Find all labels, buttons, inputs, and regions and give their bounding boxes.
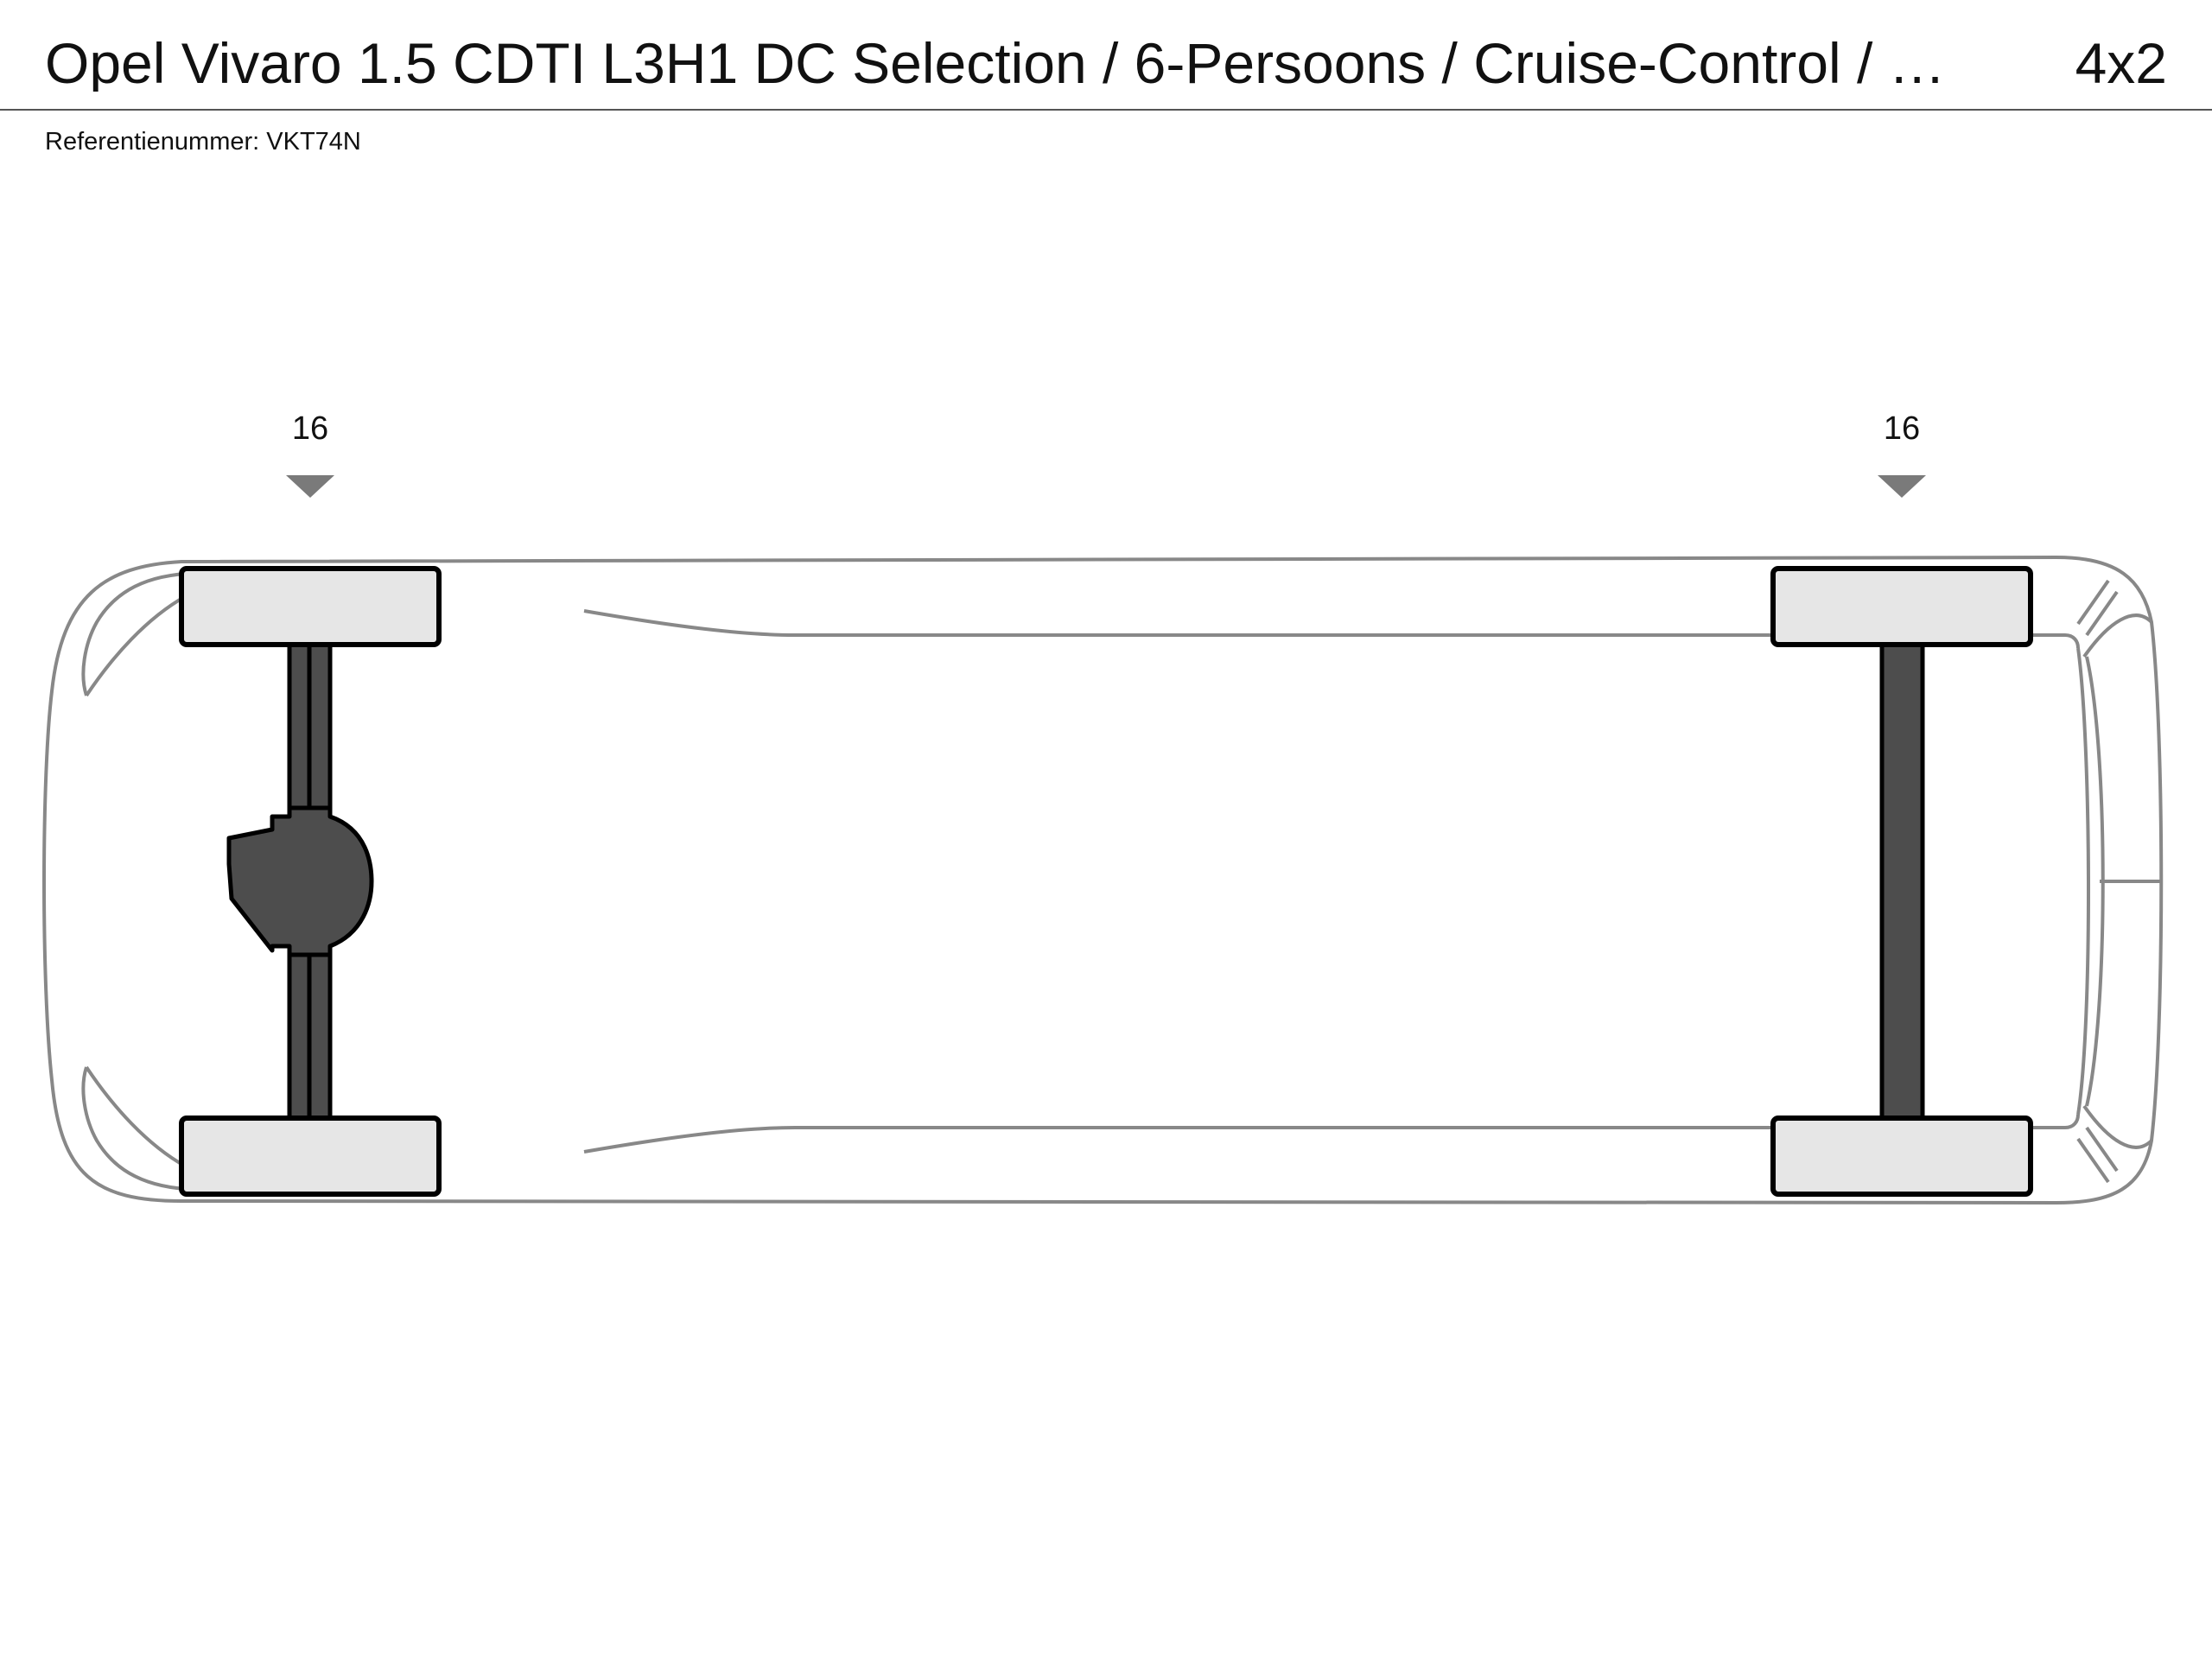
front-right-tire: [179, 1116, 442, 1197]
rear-axle-marker-icon: [1878, 475, 1926, 498]
front-windshield-left: [81, 572, 187, 696]
front-tire-size: 16: [292, 410, 328, 447]
rear-light-top-1: [2076, 579, 2110, 626]
vehicle-body: [42, 555, 2164, 1205]
front-windshield-right-inner: [85, 1065, 187, 1168]
vehicle-title: Opel Vivaro 1.5 CDTI L3H1 DC Selection /…: [45, 35, 1946, 92]
rear-panel-outline: [2082, 613, 2153, 1149]
front-axle: 16: [179, 410, 442, 1197]
rear-light-top-2: [2085, 590, 2119, 637]
body-outline: [42, 555, 2164, 1205]
rear-right-tire: [1770, 1116, 2033, 1197]
rear-light-bottom-1: [2076, 1137, 2110, 1184]
rear-axle-shaft: [1879, 637, 1925, 1126]
rear-tire-size: 16: [1884, 410, 1920, 447]
front-windshield-left-inner: [85, 594, 187, 697]
front-windshield-right: [81, 1066, 187, 1191]
roof-line-top: [583, 609, 2080, 649]
rear-light-bottom-2: [2085, 1126, 2119, 1173]
rear-left-tire: [1770, 566, 2033, 647]
front-differential: [226, 805, 374, 957]
front-axle-marker-icon: [286, 475, 334, 498]
header-bar: Opel Vivaro 1.5 CDTI L3H1 DC Selection /…: [0, 0, 2212, 111]
drive-type-label: 4x2: [2075, 31, 2167, 95]
roof-line-bottom: [583, 1114, 2080, 1154]
front-left-tire: [179, 566, 442, 647]
reference-number: Referentienummer: VKT74N: [45, 128, 361, 156]
rear-door-outline: [2076, 647, 2090, 1116]
rear-axle: 16: [1770, 410, 2033, 1197]
